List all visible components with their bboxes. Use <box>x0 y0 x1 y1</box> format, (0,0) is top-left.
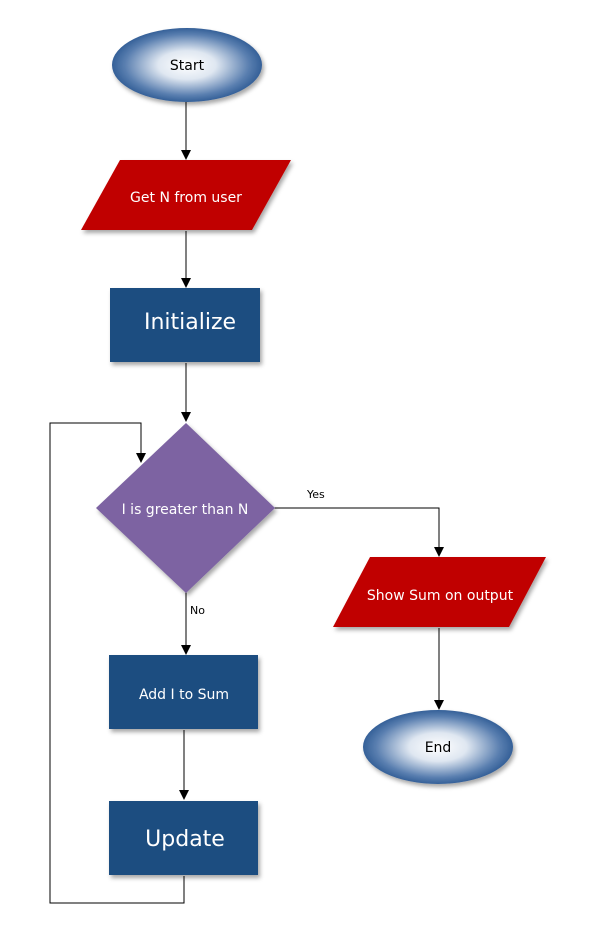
update-label: Update <box>145 827 225 852</box>
update-node: Update <box>109 801 258 875</box>
end-label: End <box>425 740 452 756</box>
yes-label: Yes <box>306 488 325 501</box>
show-sum-node: Show Sum on output <box>333 557 546 627</box>
add-label: Add I to Sum <box>139 687 229 703</box>
show-sum-label: Show Sum on output <box>367 588 514 604</box>
start-node: Start <box>112 28 262 102</box>
connectors <box>49 102 444 904</box>
decision-node: I is greater than N <box>96 423 275 593</box>
decision-label: I is greater than N <box>122 502 249 518</box>
no-label: No <box>190 604 205 617</box>
initialize-label: Initialize <box>144 310 236 335</box>
add-node: Add I to Sum <box>109 655 258 729</box>
end-node: End <box>363 710 513 784</box>
initialize-node: Initialize <box>110 288 260 362</box>
get-n-node: Get N from user <box>81 160 291 230</box>
edge-decision-yes-to-show <box>272 507 444 557</box>
get-n-label: Get N from user <box>130 190 242 206</box>
edge-update-loop-back <box>49 422 185 904</box>
start-label: Start <box>170 58 205 74</box>
